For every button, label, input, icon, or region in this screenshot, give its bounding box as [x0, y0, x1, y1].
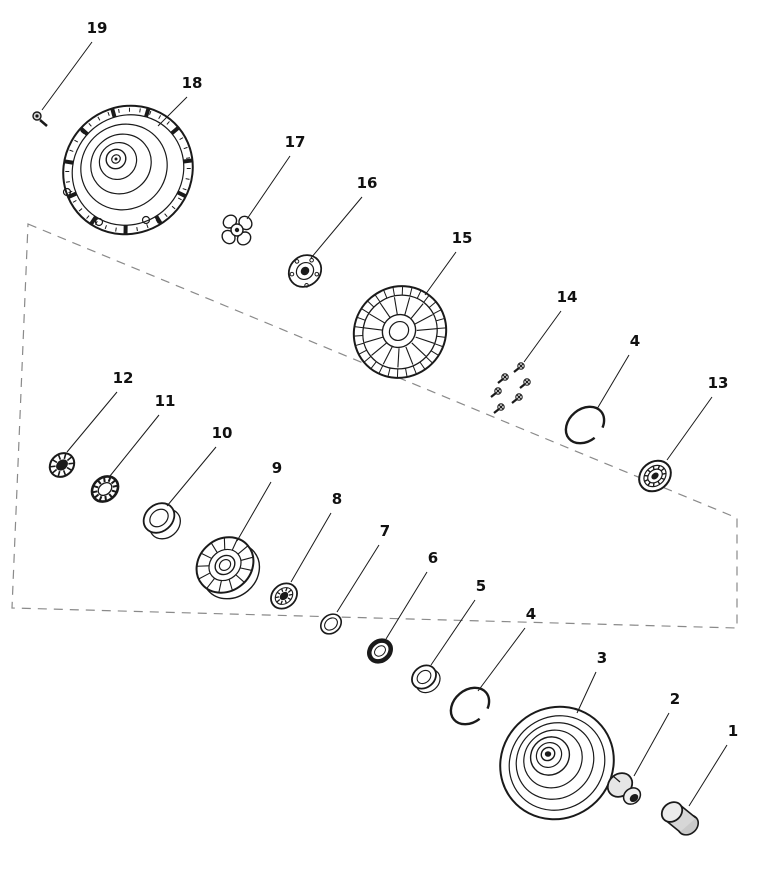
leader-line-5	[430, 599, 476, 666]
part-label-3: 3	[597, 649, 607, 667]
part-label-16: 16	[357, 174, 378, 192]
bolt-icon	[493, 403, 505, 414]
leader-line-14	[523, 310, 562, 363]
leader-line-8	[290, 512, 332, 583]
leader-line-13	[666, 396, 713, 461]
leader-line-1	[688, 744, 728, 807]
part-19-bolt	[32, 111, 48, 127]
part-label-17: 17	[285, 133, 306, 151]
part-1-bushing	[660, 801, 700, 836]
part-label-1: 1	[728, 722, 738, 740]
part-label-6: 6	[428, 549, 438, 567]
leader-line-9	[236, 481, 272, 542]
part-label-8: 8	[332, 490, 342, 508]
part-8-needle-bearing	[270, 582, 298, 610]
part-17-spider-washer	[221, 214, 253, 246]
leader-line-19	[41, 41, 93, 111]
bolt-icon	[519, 378, 531, 389]
bolt-icon	[497, 373, 509, 384]
bolt-icon	[513, 362, 525, 373]
callouts-layer: 19 18 17 16 15 14 4 13 12 11 10 9 8 7 6 5 4 3 2 1	[41, 19, 738, 807]
leader-line-12	[66, 391, 118, 453]
part-label-4: 4	[526, 605, 536, 623]
part-18-front-cover	[62, 104, 194, 236]
part-12-roller-bearing	[48, 452, 76, 478]
part-label-9: 9	[272, 459, 282, 477]
part-label-12: 12	[113, 369, 134, 387]
part-label-2: 2	[670, 690, 680, 708]
leader-line-18	[157, 96, 188, 127]
part-15-turbine	[352, 285, 448, 379]
leader-line-4	[477, 627, 526, 692]
part-9-stator	[195, 536, 261, 600]
part-4-snap-ring-upper	[564, 405, 606, 445]
leader-line-15	[424, 251, 457, 296]
part-label-4: 4	[630, 332, 640, 350]
part-13-bearing	[638, 459, 672, 493]
leader-line-4	[596, 354, 630, 410]
part-6-seal-ring	[367, 638, 393, 664]
part-10-race-ring	[142, 502, 181, 540]
part-3-impeller-cover	[499, 705, 615, 821]
part-label-14: 14	[557, 288, 578, 306]
part-label-13: 13	[708, 374, 729, 392]
leader-line-6	[385, 571, 428, 640]
part-14-bolts	[490, 362, 531, 414]
part-label-15: 15	[452, 229, 473, 247]
leader-line-16	[310, 196, 363, 259]
bolt-icon	[511, 393, 523, 404]
part-label-5: 5	[476, 577, 486, 595]
part-label-18: 18	[182, 74, 203, 92]
leader-line-2	[633, 712, 670, 777]
part-11-bearing-cage	[90, 475, 120, 503]
bolt-icon	[490, 387, 502, 398]
part-label-19: 19	[87, 19, 108, 37]
leader-line-11	[109, 414, 160, 477]
reference-plane-dashed	[11, 223, 738, 629]
part-5-washer	[411, 664, 441, 694]
leader-line-7	[336, 544, 380, 613]
part-4-snap-ring-lower	[449, 686, 491, 726]
part-label-10: 10	[212, 424, 233, 442]
part-label-11: 11	[155, 392, 176, 410]
part-label-7: 7	[380, 522, 390, 540]
part-16-hub-flange	[287, 254, 323, 288]
part-7-washer	[319, 613, 343, 635]
leader-line-3	[576, 671, 597, 714]
part-2-pump-hub	[606, 772, 642, 805]
leader-line-10	[166, 446, 217, 507]
leader-line-17	[246, 155, 291, 220]
